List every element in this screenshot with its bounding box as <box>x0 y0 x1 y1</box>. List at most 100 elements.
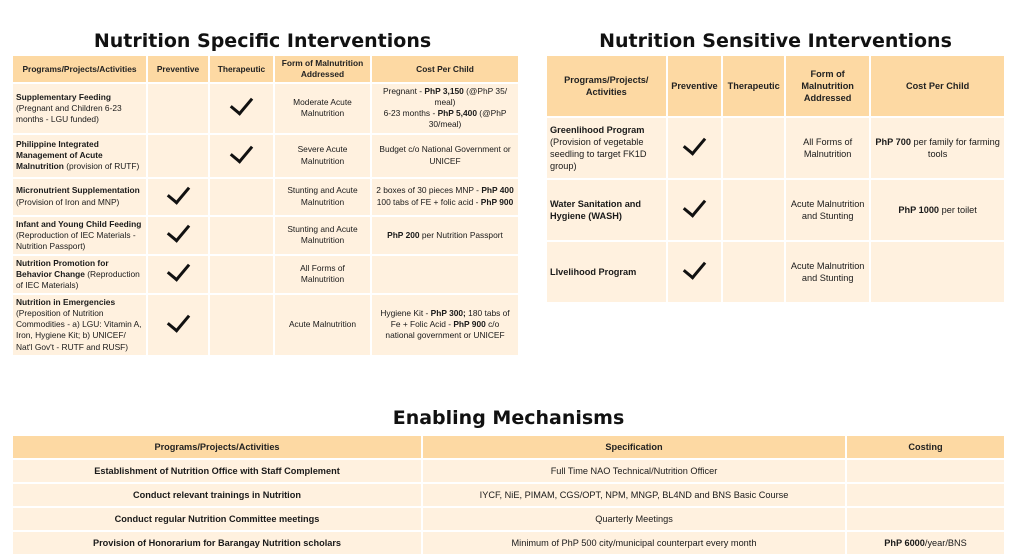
checkmark-icon <box>682 193 707 218</box>
spec-cell: Quarterly Meetings <box>423 508 845 530</box>
header-preventive: Preventive <box>667 56 722 116</box>
check-cell <box>723 118 785 178</box>
cost-unit: /year/BNS <box>924 537 967 548</box>
program-cell: Micronutrient Supplementation (Provision… <box>13 178 146 215</box>
form-cell: All Forms of Malnutrition <box>786 118 870 178</box>
cost-cell <box>871 242 1004 302</box>
table-row: Micronutrient Supplementation (Provision… <box>13 178 518 215</box>
costing-cell <box>847 508 1004 530</box>
table-row: Infant and Young Child Feeding (Reproduc… <box>13 216 518 254</box>
program-detail: (Reproduction of IEC Materials - Nutriti… <box>16 229 136 251</box>
form-cell: Severe Acute Malnutrition <box>275 134 370 177</box>
table-row: Supplementary Feeding (Pregnant and Chil… <box>13 84 518 133</box>
cost-text: PhP 1000 <box>898 204 940 215</box>
program-cell: Establishment of Nutrition Office with S… <box>13 460 421 482</box>
header-programs: Programs/Projects/Activities <box>13 56 146 83</box>
check-cell <box>210 84 273 133</box>
checkmark-icon <box>166 179 190 205</box>
program-cell: Nutrition Promotion for Behavior Change … <box>13 255 146 294</box>
check-cell <box>148 295 208 355</box>
table-row: Greenlihood Program (Provision of vegeta… <box>547 118 1004 178</box>
cost-text: PhP 5,400 <box>437 108 477 119</box>
table-row: Nutrition Promotion for Behavior Change … <box>13 255 518 294</box>
cost-text: PhP 200 <box>387 229 420 240</box>
program-cell: Infant and Young Child Feeding (Reproduc… <box>13 216 146 254</box>
program-cell: Water Sanitation and Hygiene (WASH) <box>547 180 666 240</box>
specific-title: Nutrition Specific Interventions <box>93 30 432 52</box>
program-cell: Provision of Honorarium for Barangay Nut… <box>13 532 421 554</box>
table-header-row: Programs/Projects/Activities Specificati… <box>13 436 1004 458</box>
header-specification: Specification <box>423 436 845 458</box>
program-cell: Philippine Integrated Management of Acut… <box>13 134 146 177</box>
check-cell <box>667 242 722 302</box>
program-detail: (Reproduction of IEC Materials) <box>16 268 140 291</box>
program-detail: (Provision of Iron and MNP) <box>16 196 120 207</box>
cost-text: (@PhP 35/ meal) <box>434 86 508 108</box>
table-header-row: Programs/Projects/Activities Preventive … <box>13 56 518 83</box>
checkmark-icon <box>229 138 254 164</box>
program-cell: LIvelihood Program <box>547 242 666 302</box>
checkmark-icon <box>682 131 707 156</box>
header-cost: Cost Per Child <box>372 56 518 83</box>
cost-cell: PhP 200 per Nutrition Passport <box>372 216 518 254</box>
cost-text: PhP 900 <box>480 196 514 207</box>
sensitive-title: Nutrition Sensitive Interventions <box>599 30 952 52</box>
checkmark-icon <box>229 91 254 117</box>
program-detail: (Preposition of Nutrition Commodities - … <box>16 308 142 352</box>
check-cell <box>210 178 273 215</box>
program-name: Infant and Young Child Feeding <box>16 218 142 229</box>
program-detail: (Pregnant and Children 6-23 months - LGU… <box>16 102 122 124</box>
cost-text: c/o national government or UNICEF <box>385 319 505 341</box>
cost-text: 180 tabs of Fe + Folic Acid - <box>390 308 510 330</box>
table-row: Philippine Integrated Management of Acut… <box>13 134 518 177</box>
check-cell <box>148 255 208 294</box>
checkmark-icon <box>166 308 190 333</box>
check-cell <box>148 178 208 215</box>
form-cell: All Forms of Malnutrition <box>275 255 370 294</box>
header-preventive: Preventive <box>148 56 208 83</box>
program-cell: Nutrition in Emergencies (Preposition of… <box>13 295 146 355</box>
form-cell: Acute Malnutrition and Stunting <box>786 242 870 302</box>
cost-cell: PhP 700 per family for farming tools <box>871 118 1004 178</box>
program-cell: Supplementary Feeding (Pregnant and Chil… <box>13 84 146 133</box>
cost-text: Hygiene Kit - <box>380 308 431 319</box>
form-cell: Acute Malnutrition and Stunting <box>786 180 870 240</box>
check-cell <box>148 134 208 177</box>
cost-text: per family for farming tools <box>910 136 1000 159</box>
header-programs: Programs/Projects/Activities <box>13 436 421 458</box>
form-cell: Stunting and Acute Malnutrition <box>275 178 370 215</box>
cost-text: per Nutrition Passport <box>419 229 503 240</box>
specific-interventions-table: Programs/Projects/Activities Preventive … <box>11 54 520 357</box>
cost-cell: Pregnant - PhP 3,150 (@PhP 35/ meal)6-23… <box>372 84 518 133</box>
program-name: Nutrition in Emergencies <box>16 297 116 308</box>
program-detail: (provision of RUTF) <box>63 161 140 172</box>
check-cell <box>210 134 273 177</box>
header-cost: Cost Per Child <box>871 56 1004 116</box>
spec-cell: Full Time NAO Technical/Nutrition Office… <box>423 460 845 482</box>
check-cell <box>148 84 208 133</box>
form-cell: Acute Malnutrition <box>275 295 370 355</box>
form-cell: Stunting and Acute Malnutrition <box>275 216 370 254</box>
header-programs: Programs/Projects/ Activities <box>547 56 666 116</box>
table-row: Water Sanitation and Hygiene (WASH) Acute… <box>547 180 1004 240</box>
program-cell: Greenlihood Program (Provision of vegeta… <box>547 118 666 178</box>
checkmark-icon <box>166 257 190 283</box>
cost-cell <box>372 255 518 294</box>
cost-text: PhP 300; <box>430 308 466 319</box>
table-row: LIvelihood Program Acute Malnutrition and… <box>547 242 1004 302</box>
enabling-title: Enabling Mechanisms <box>392 407 625 429</box>
cost-text: (@PhP 30/meal) <box>428 108 507 130</box>
header-form: Form of Malnutrition Addressed <box>786 56 870 116</box>
cost-amount: PhP 6000 <box>884 537 925 548</box>
table-row: Conduct regular Nutrition Committee meet… <box>13 508 1004 530</box>
cost-text: PhP 3,150 <box>424 86 464 97</box>
program-name: Philippine Integrated Management of Acut… <box>16 138 103 172</box>
table-header-row: Programs/Projects/ Activities Preventive… <box>547 56 1004 116</box>
header-therapeutic: Therapeutic <box>723 56 785 116</box>
checkmark-icon <box>166 218 190 243</box>
cost-cell: Budget c/o National Government or UNICEF <box>372 134 518 177</box>
cost-text: PhP 900 <box>453 319 486 330</box>
check-cell <box>210 255 273 294</box>
